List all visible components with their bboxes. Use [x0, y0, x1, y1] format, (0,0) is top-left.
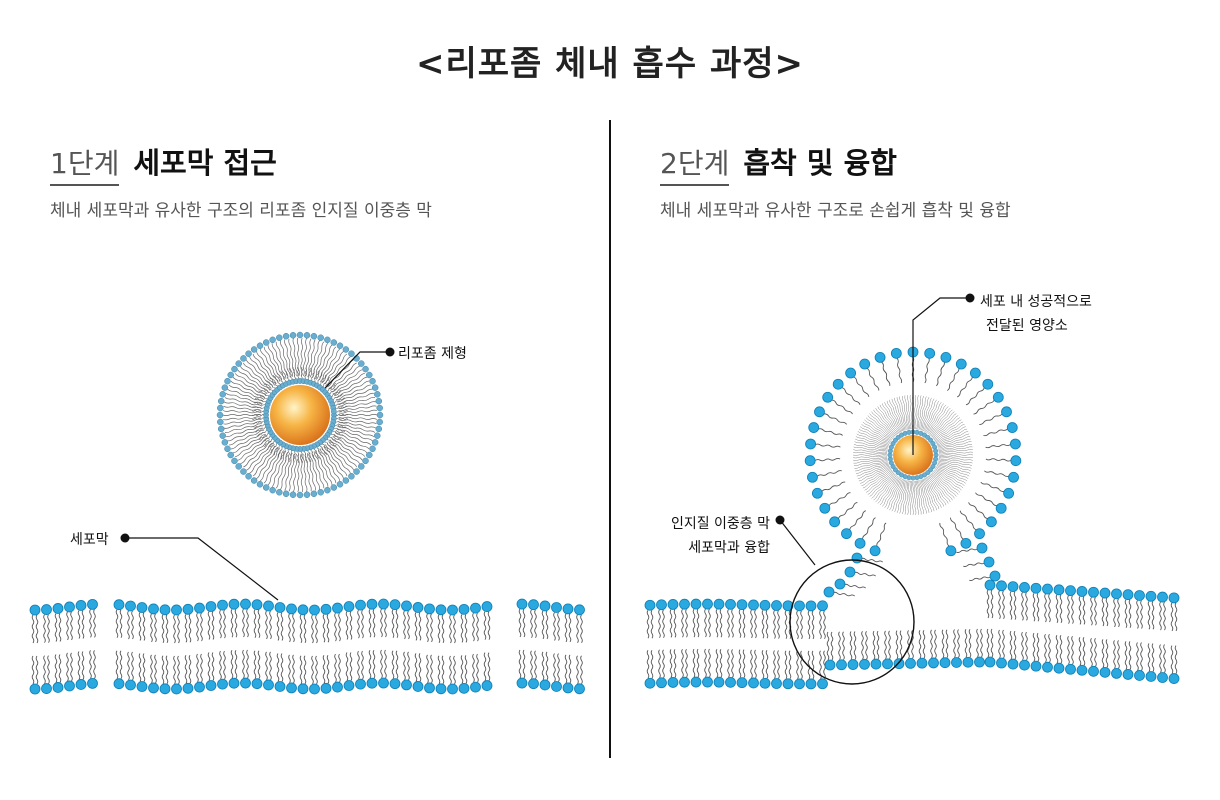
page-title: <리포좀 체내 흡수 과정>: [415, 44, 804, 84]
liposome-particle: [216, 331, 384, 499]
dot-membrane: [120, 533, 130, 543]
label-fusion-line1: 인지질 이중층 막: [670, 516, 770, 532]
stage1-step: 1단계: [50, 142, 120, 186]
leader-membrane: [125, 537, 279, 601]
leader-nutrient: [912, 297, 970, 455]
stage2-step: 2단계: [660, 142, 730, 186]
panel-divider: [609, 120, 611, 758]
stage2-description: 체내 세포막과 유사한 구조로 손쉽게 흡착 및 융합: [660, 201, 1011, 221]
stage1-description: 체내 세포막과 유사한 구조의 리포좀 인지질 이중층 막: [50, 201, 432, 221]
fusion-highlight-circle: [789, 559, 915, 685]
dot-nutrient: [965, 293, 975, 303]
cell-membrane-stage1: [29, 598, 585, 695]
stage1-header: 1단계 세포막 접근: [50, 140, 277, 186]
dot-liposome: [385, 347, 395, 357]
leader-lines: [125, 297, 970, 601]
dot-fusion: [775, 515, 785, 525]
label-liposome: 리포좀 제형: [398, 346, 467, 362]
fusing-liposome: [804, 346, 1022, 598]
cell-membrane-stage2: [644, 579, 1180, 690]
label-fusion-line2: 세포막과 융합: [688, 540, 770, 556]
stage2-heading: 흡착 및 융합: [743, 146, 897, 180]
leader-fusion: [779, 519, 816, 566]
label-nutrient: 세포 내 성공적으로 전달된 영양소: [980, 290, 1092, 338]
leader-liposome: [324, 351, 390, 389]
label-fusion: 인지질 이중층 막 세포막과 융합: [655, 512, 770, 560]
stage2-header: 2단계 흡착 및 융합: [660, 140, 897, 186]
label-nutrient-line2: 전달된 영양소: [986, 318, 1068, 334]
label-membrane: 세포막: [70, 532, 109, 548]
label-nutrient-line1: 세포 내 성공적으로: [980, 294, 1092, 310]
stage1-heading: 세포막 접근: [133, 146, 277, 180]
